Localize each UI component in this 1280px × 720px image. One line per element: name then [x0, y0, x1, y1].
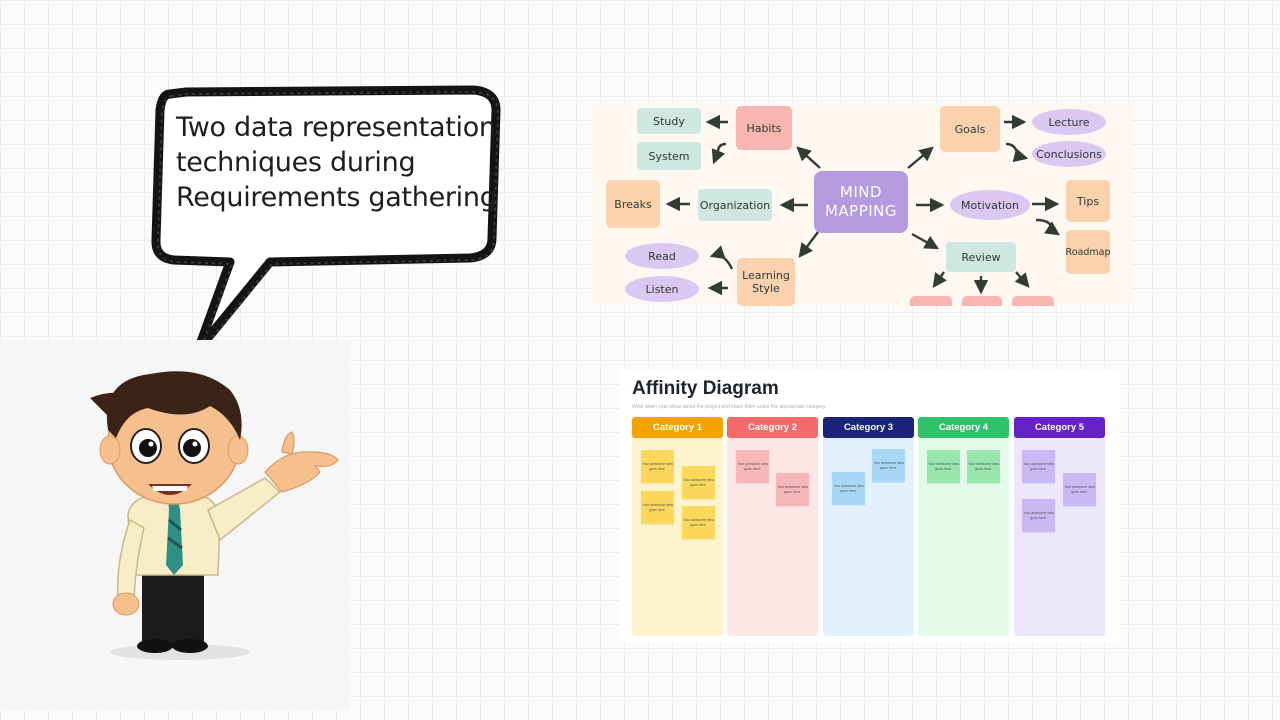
bubble-text: Two data representation techniques durin… [176, 110, 497, 215]
affinity-column-2: Category 2 Your awesome idea goes here. … [727, 417, 818, 636]
sticky-note: Your awesome idea goes here. [967, 450, 1000, 483]
mm-node-conclusions: Conclusions [1032, 141, 1106, 167]
sticky-note: Your awesome idea goes here. [1022, 499, 1055, 532]
mm-node-study: Study [637, 108, 701, 134]
mm-node-tips: Tips [1066, 180, 1110, 222]
affinity-column-4: Category 4 Your awesome idea goes here. … [918, 417, 1009, 636]
mm-node-read: Read [625, 243, 699, 269]
sticky-note: Your awesome idea goes here. [641, 450, 674, 483]
mm-node-habits: Habits [736, 106, 792, 150]
sticky-note: Your awesome idea goes here. [682, 506, 715, 539]
mm-node-listen: Listen [625, 276, 699, 302]
mm-node-review: Review [946, 242, 1016, 272]
sticky-note: Your awesome idea goes here. [1022, 450, 1055, 483]
bubble-line-2: techniques during [176, 147, 416, 178]
sticky-note: Your awesome idea goes here. [776, 473, 809, 506]
sticky-note: Your awesome idea goes here. [927, 450, 960, 483]
affinity-column-1: Category 1 Your awesome idea goes here. … [632, 417, 723, 636]
mm-learning-style-line-2: Style [752, 282, 780, 295]
affinity-column-3: Category 3 Your awesome idea goes here. … [823, 417, 914, 636]
affinity-column-5: Category 5 Your awesome idea goes here. … [1014, 417, 1105, 636]
presenter-character [90, 371, 339, 660]
mm-node-system: System [637, 142, 701, 170]
affinity-title: Affinity Diagram [632, 378, 779, 399]
sticky-note: Your awesome idea goes here. [736, 450, 769, 483]
mm-node-roadmap: Roadmap [1066, 230, 1110, 274]
mm-node-breaks: Breaks [606, 180, 660, 228]
mm-center-line-2: MAPPING [824, 202, 898, 220]
category-5-header: Category 5 [1014, 417, 1105, 438]
category-4-header: Category 4 [918, 417, 1009, 438]
mm-learning-style-line-1: Learning [742, 269, 790, 282]
sticky-note: Your awesome idea goes here. [682, 466, 715, 499]
mm-node-motivation: Motivation [950, 190, 1030, 220]
mm-center-node: MIND MAPPING [814, 171, 908, 233]
sticky-note: Your awesome idea goes here. [832, 472, 865, 505]
speech-bubble [151, 85, 501, 355]
sticky-note: Your awesome idea goes here. [872, 449, 905, 482]
affinity-subtitle: Write down your ideas about the project … [632, 404, 827, 410]
affinity-diagram-image: Affinity Diagram Write down your ideas a… [620, 370, 1120, 642]
category-1-header: Category 1 [632, 417, 723, 438]
mind-map-image: Habits Study System Organization Breaks … [592, 104, 1132, 306]
sticky-note: Your awesome idea goes here. [641, 491, 674, 524]
mm-center-line-1: MIND [839, 183, 883, 201]
mm-node-goals: Goals [940, 106, 1000, 152]
mm-node-organization: Organization [698, 189, 772, 221]
sticky-note: Your awesome idea goes here. [1063, 473, 1096, 506]
mm-node-child-3 [1012, 296, 1054, 306]
mm-node-learning-style: Learning Style [737, 258, 795, 306]
mm-node-child-1 [910, 296, 952, 306]
bubble-line-1: Two data representation [176, 112, 496, 143]
category-2-header: Category 2 [727, 417, 818, 438]
mind-map-arrows [665, 114, 1060, 296]
category-3-header: Category 3 [823, 417, 914, 438]
mm-node-child-2 [962, 296, 1002, 306]
bubble-line-3: Requirements gathering [176, 182, 497, 213]
mm-node-lecture: Lecture [1032, 109, 1106, 135]
